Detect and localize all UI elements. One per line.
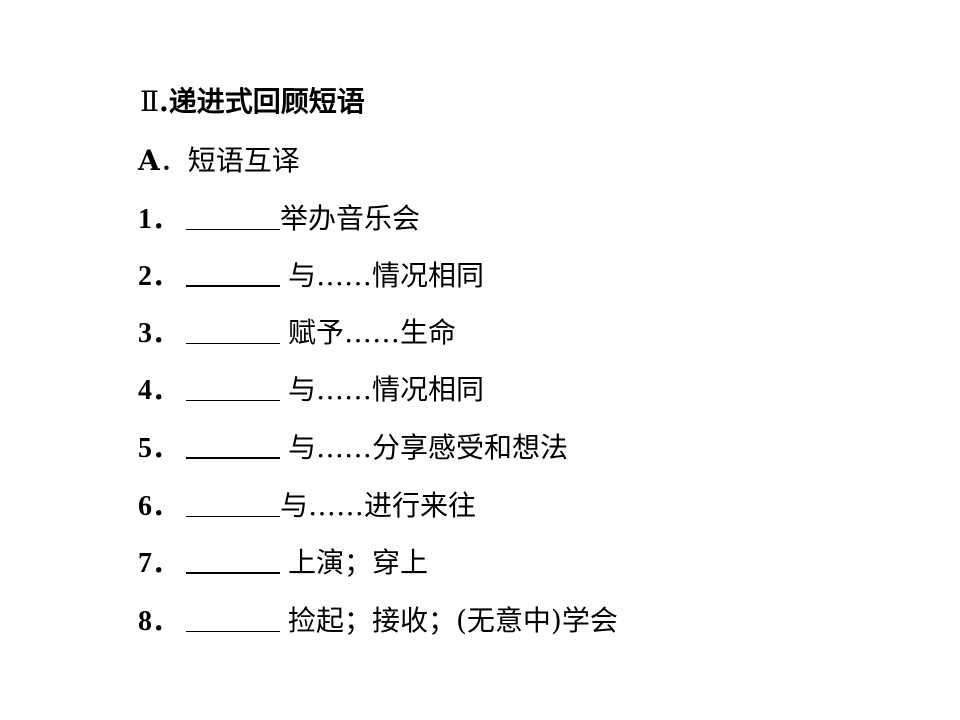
answer-blank[interactable]: [186, 429, 280, 459]
item-text: 与……情况相同: [288, 373, 485, 406]
item-text: 与……进行来往: [280, 489, 477, 522]
section-title: .递进式回顾短语: [159, 85, 365, 118]
section-heading: Ⅱ.递进式回顾短语: [140, 82, 365, 122]
item-text: 举办音乐会: [280, 202, 421, 235]
answer-blank[interactable]: [186, 603, 280, 632]
item-number: 7．: [138, 548, 181, 579]
subsection-title: ．短语互译: [159, 144, 300, 177]
item-text: 捡起；接收；(无意中)学会: [288, 604, 618, 637]
answer-blank[interactable]: [186, 372, 280, 401]
answer-blank[interactable]: [186, 488, 280, 517]
list-item: 5． 与……分享感受和想法: [138, 428, 568, 468]
item-number: 5．: [138, 433, 181, 464]
list-item: 7． 上演；穿上: [138, 543, 428, 583]
section-numeral: Ⅱ: [140, 85, 160, 118]
answer-blank[interactable]: [186, 257, 280, 287]
list-item: 1． 举办音乐会: [138, 199, 420, 239]
item-text: 与……分享感受和想法: [288, 431, 569, 464]
item-number: 1．: [138, 204, 181, 235]
item-number: 3．: [138, 318, 181, 349]
subsection-heading: A．短语互译: [138, 141, 300, 181]
subsection-letter: A: [138, 144, 160, 177]
answer-blank[interactable]: [186, 315, 280, 344]
list-item: 2． 与……情况相同: [138, 256, 484, 296]
item-number: 6．: [138, 491, 181, 522]
list-item: 3． 赋予……生命: [138, 313, 456, 353]
answer-blank[interactable]: [186, 201, 280, 230]
item-text: 赋予……生命: [288, 316, 457, 349]
item-text: 与……情况相同: [288, 259, 485, 292]
answer-blank[interactable]: [186, 544, 280, 574]
list-item: 6． 与……进行来往: [138, 486, 476, 526]
list-item: 8． 捡起；接收；(无意中)学会: [138, 601, 618, 641]
item-number: 8．: [138, 606, 181, 637]
item-number: 4．: [138, 375, 181, 406]
list-item: 4． 与……情况相同: [138, 370, 484, 410]
item-text: 上演；穿上: [288, 546, 429, 579]
item-number: 2．: [138, 261, 181, 292]
